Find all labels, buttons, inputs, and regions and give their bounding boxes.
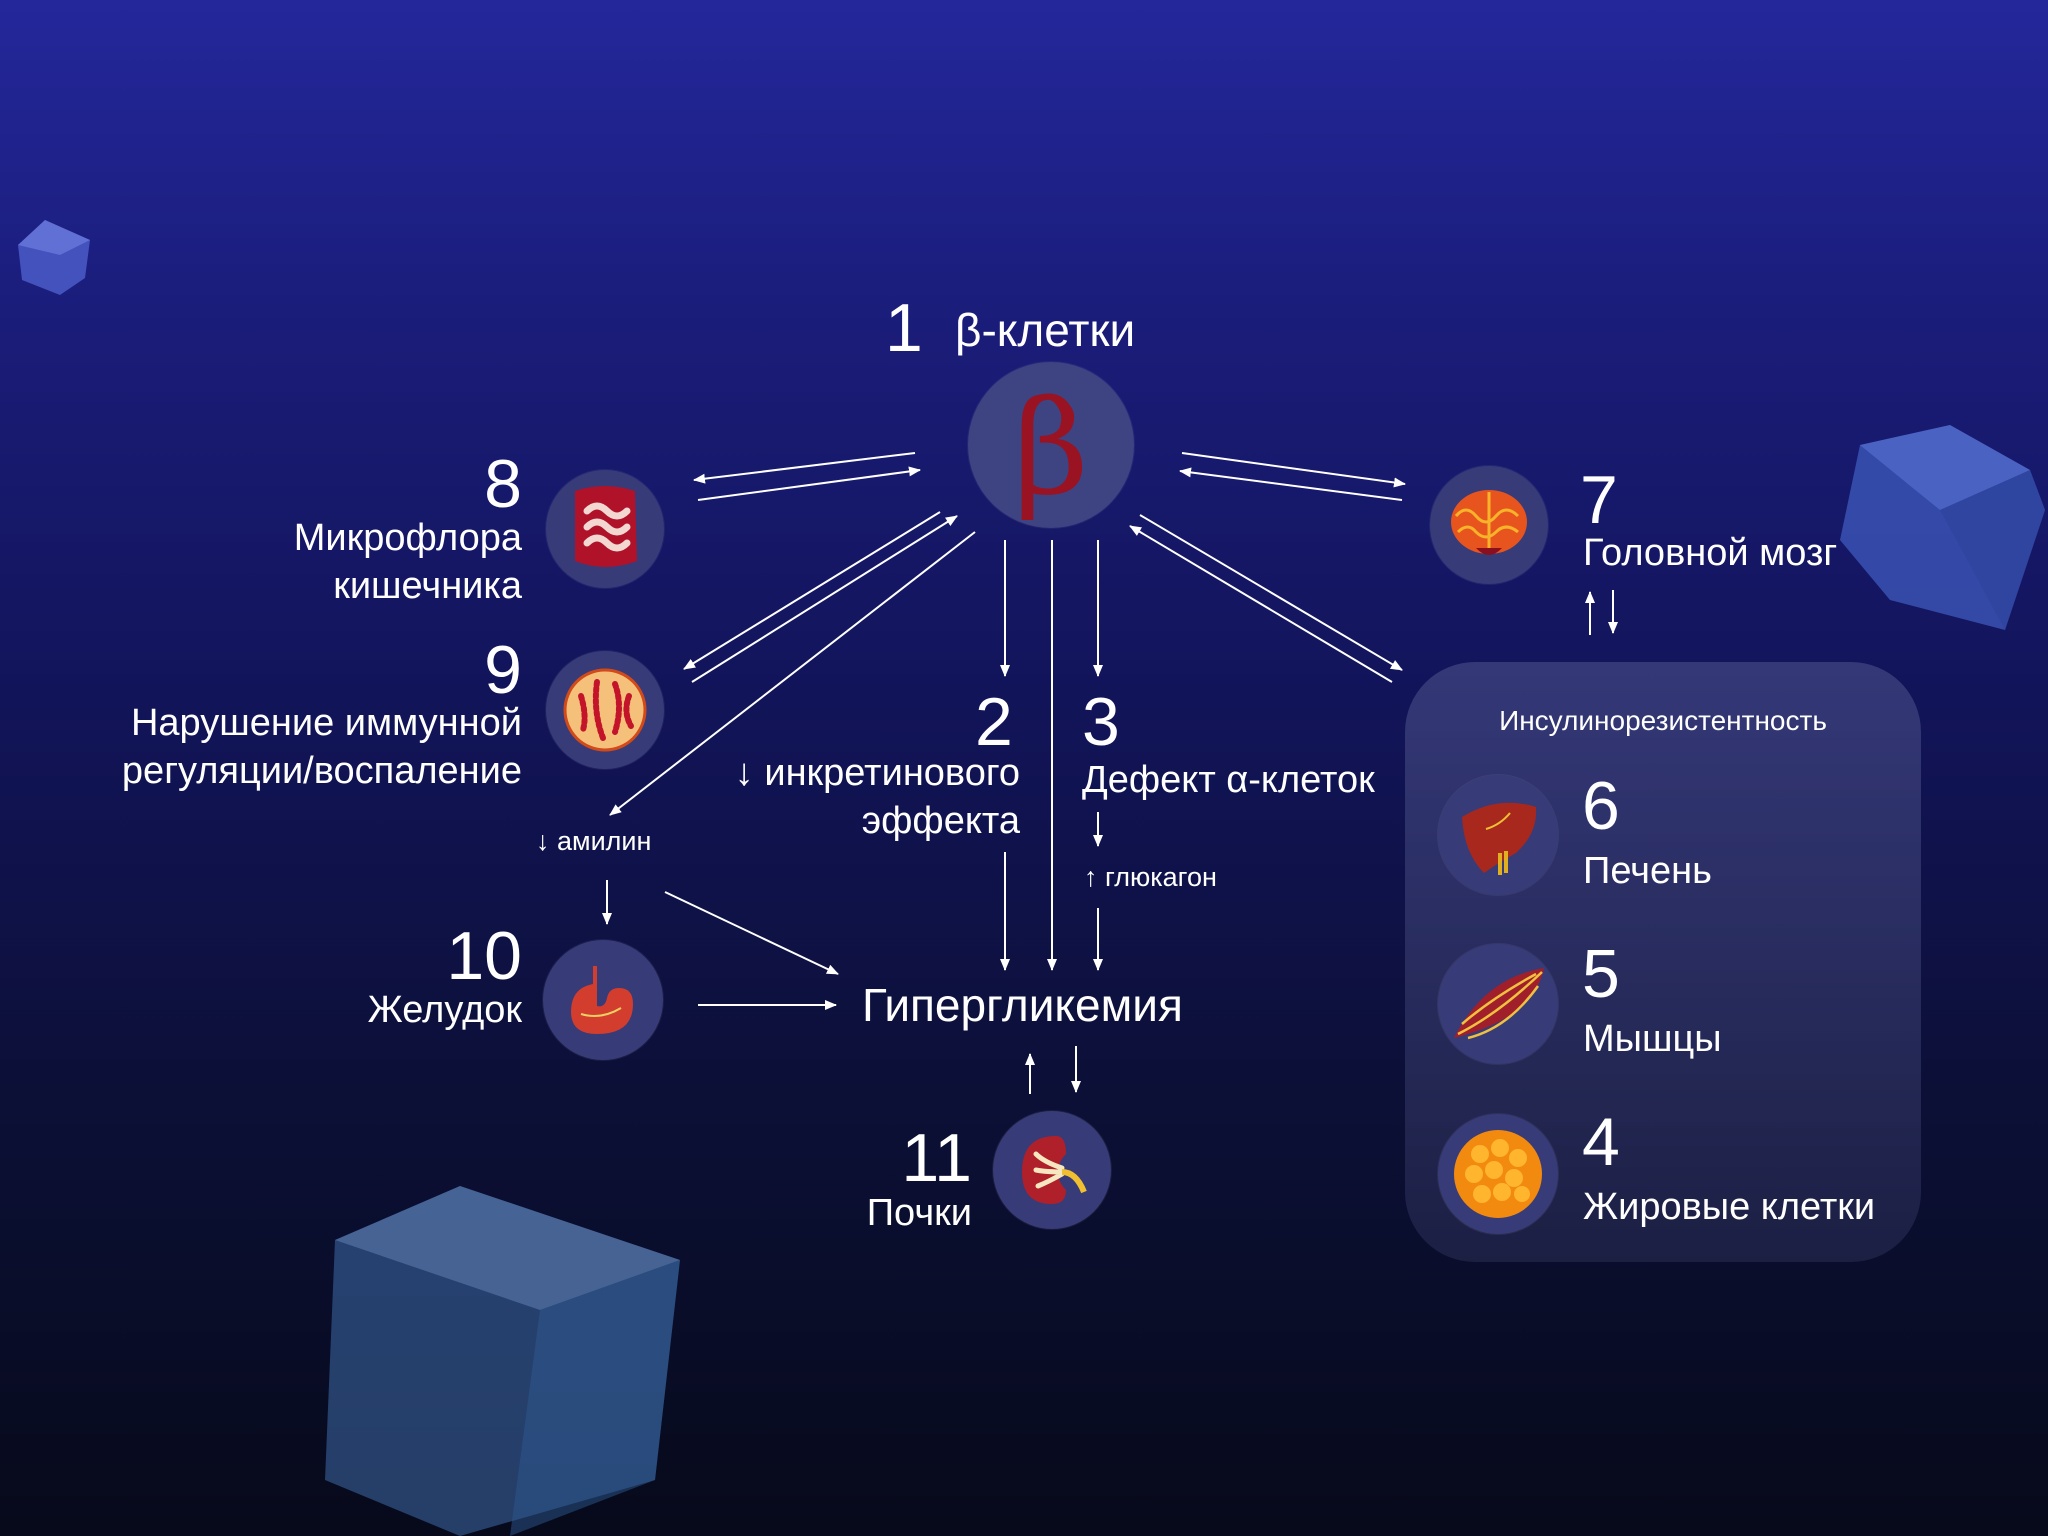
hyperglycemia-label: Гипергликемия: [862, 979, 1183, 1031]
microflora-number: 8: [484, 446, 522, 522]
kidney-number: 11: [901, 1120, 972, 1196]
intestine-icon: [546, 470, 664, 588]
stomach-label: Желудок: [367, 989, 522, 1031]
brain-icon: [1430, 466, 1548, 584]
liver-number: 6: [1582, 768, 1620, 844]
fat-cells-icon: [1438, 1114, 1558, 1234]
microflora-label-line2: кишечника: [333, 565, 522, 607]
glucagon-label: ↑ глюкагон: [1084, 862, 1217, 892]
amylin-label: ↓ амилин: [536, 826, 652, 856]
alpha-label: Дефект α-клеток: [1082, 759, 1375, 801]
beta-title: β-клетки: [955, 304, 1136, 356]
brain-number: 7: [1580, 462, 1618, 538]
stomach-icon: [543, 940, 663, 1060]
microflora-label-line1: Микрофлора: [293, 517, 522, 559]
cube-decoration-top-left: [18, 220, 90, 295]
incretin-number: 2: [975, 684, 1013, 760]
muscle-number: 5: [1582, 936, 1620, 1012]
liver-label: Печень: [1583, 850, 1712, 892]
immune-label-line1: Нарушение иммунной: [130, 702, 522, 744]
alpha-number: 3: [1082, 684, 1120, 760]
beta-glyph: β: [1013, 372, 1089, 524]
cube-decoration-right: [1840, 425, 2045, 630]
immune-cell-icon: [546, 651, 664, 769]
brain-label: Головной мозг: [1583, 532, 1838, 574]
cube-decoration-bottom-left: [325, 1186, 680, 1536]
stomach-number: 10: [446, 918, 522, 994]
kidney-label: Почки: [866, 1192, 972, 1234]
muscle-label: Мышцы: [1583, 1018, 1722, 1060]
incretin-label-line2: эффекта: [861, 800, 1020, 842]
incretin-label-line1: ↓ инкретинового: [734, 752, 1020, 794]
muscle-icon: [1438, 944, 1558, 1064]
liver-icon: [1438, 775, 1558, 895]
kidney-icon: [993, 1111, 1111, 1229]
fat-cells-number: 4: [1582, 1104, 1620, 1180]
immune-label-line2: регуляции/воспаление: [121, 750, 522, 792]
beta-cell-node: β: [968, 362, 1134, 528]
immune-number: 9: [484, 632, 522, 708]
insulin-resistance-title: Инсулинорезистентность: [1499, 705, 1827, 736]
beta-number: 1: [885, 290, 923, 366]
fat-cells-label: Жировые клетки: [1583, 1186, 1876, 1228]
